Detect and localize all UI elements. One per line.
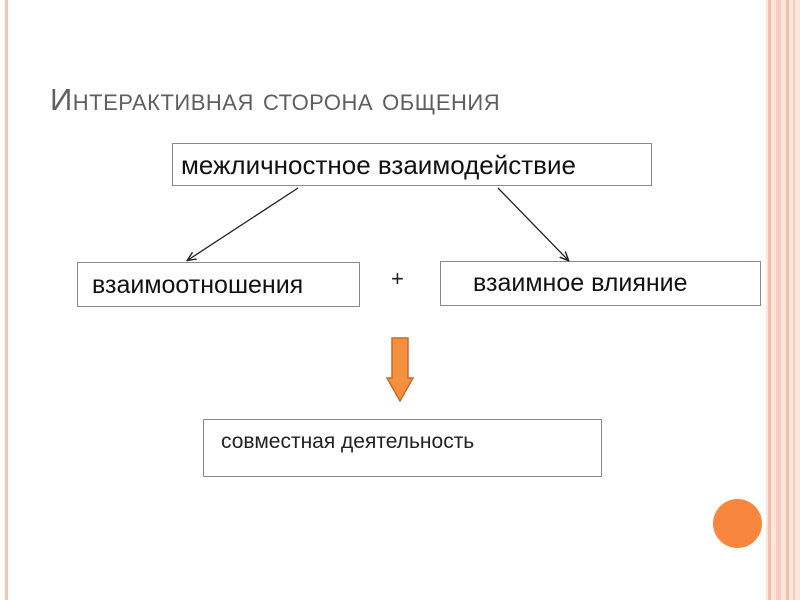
frame-right-stripe [768, 0, 771, 600]
frame-left-stripe [5, 0, 8, 600]
interpersonal-interaction-box: межличностное взаимодействие [172, 143, 652, 186]
decorative-circle-icon [713, 499, 762, 548]
down-arrow-icon [385, 337, 415, 403]
plus-sign: + [391, 266, 404, 291]
frame-right-stripe [786, 0, 789, 600]
slide-title: Интерактивная сторона общения [50, 82, 501, 117]
mutual-influence-box: взаимное влияние [440, 261, 761, 306]
relationships-box: взаимоотношения [77, 262, 360, 307]
right-connector-arrow [497, 187, 568, 260]
joint-activity-box: совместная деятельность [203, 419, 602, 477]
frame-right-stripe [793, 0, 795, 600]
left-connector-arrow [188, 187, 299, 260]
frame-right-stripe [776, 0, 781, 600]
